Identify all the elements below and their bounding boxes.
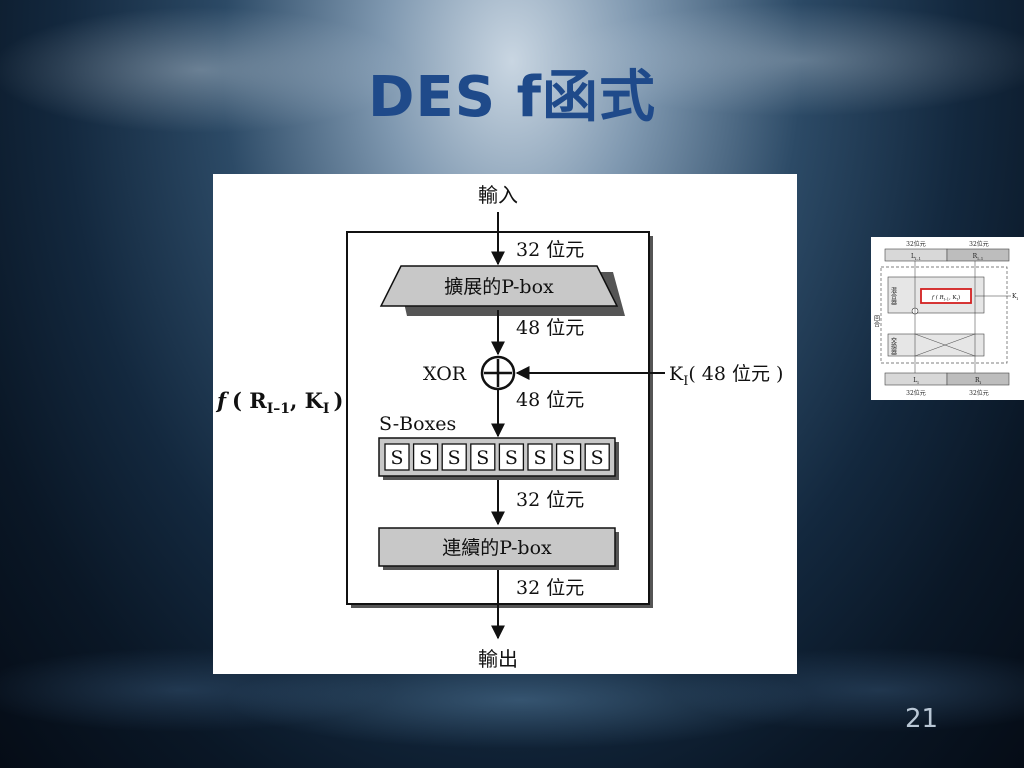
sbox-cell: [384, 443, 410, 471]
sbox-cell-label: S: [591, 447, 604, 469]
key-label: KI( 48 位元 ): [669, 363, 783, 389]
thumb-bottom-right-bits: 32位元: [969, 389, 989, 397]
thumb-f-box: [920, 288, 972, 304]
sbox-cell-label: S: [448, 447, 461, 469]
sbox-cell-label: S: [390, 447, 403, 469]
xor-label: XOR: [423, 363, 467, 385]
thumb-bottom-left-bits: 32位元: [906, 389, 926, 397]
bits-32-label-b: 32 位元: [516, 489, 584, 511]
sbox-cell-label: S: [533, 447, 546, 469]
straight-pbox-label: 連續的P-box: [442, 537, 552, 559]
thumb-swapper-label: 交換器: [890, 336, 897, 356]
output-label: 輸出: [478, 647, 518, 671]
round-thumbnail-diagram: 32位元 32位元 LI–1 RI–1 回合 混合器 f ( RI–1, KI)…: [871, 237, 1024, 400]
bits-32-label-c: 32 位元: [516, 577, 584, 599]
sbox-cell: [555, 443, 582, 471]
sbox-cell: [441, 443, 467, 471]
sbox-cell-label: S: [476, 447, 489, 469]
straight-pbox: [378, 527, 616, 567]
expansion-pbox: [379, 265, 619, 307]
thumb-round-label: 回合: [873, 315, 880, 328]
thumb-right-out: RI: [975, 377, 982, 385]
f-function-diagram: 輸入 32 位元 擴展的P-box 48 位元 XOR KI( 48 位元 ) …: [213, 174, 797, 674]
bits-48-label-a: 48 位元: [516, 317, 584, 339]
thumb-left-out: LI: [913, 377, 919, 385]
function-label: f( RI–1, KI): [215, 388, 343, 417]
thumb-left-in: LI–1: [911, 253, 921, 261]
sbox-cell: [498, 443, 525, 471]
thumb-key-label: KI: [1012, 293, 1018, 301]
sbox-cell: [470, 443, 496, 471]
sbox-cell: [527, 443, 553, 471]
sbox-cell-label: S: [505, 447, 518, 469]
sbox-cell-label: S: [562, 447, 575, 469]
thumb-right-in: RI–1: [973, 253, 984, 261]
thumb-top-right-bits: 32位元: [969, 240, 989, 248]
thumb-top-left-bits: 32位元: [906, 240, 926, 248]
bits-48-label-b: 48 位元: [516, 389, 584, 411]
expansion-pbox-label: 擴展的P-box: [444, 276, 554, 298]
sboxes-label: S-Boxes: [379, 413, 456, 435]
page-number: 21: [905, 704, 939, 734]
sbox-cell: [584, 443, 610, 471]
thumb-f-label: f ( RI–1, KI): [931, 294, 960, 302]
input-label: 輸入: [478, 183, 518, 207]
sbox-cell-label: S: [419, 447, 432, 469]
thumb-mixer-label: 混合器: [890, 286, 897, 306]
sbox-cell: [412, 443, 439, 471]
bits-32-label-a: 32 位元: [516, 239, 584, 261]
slide-title: DES f函式: [368, 65, 656, 130]
